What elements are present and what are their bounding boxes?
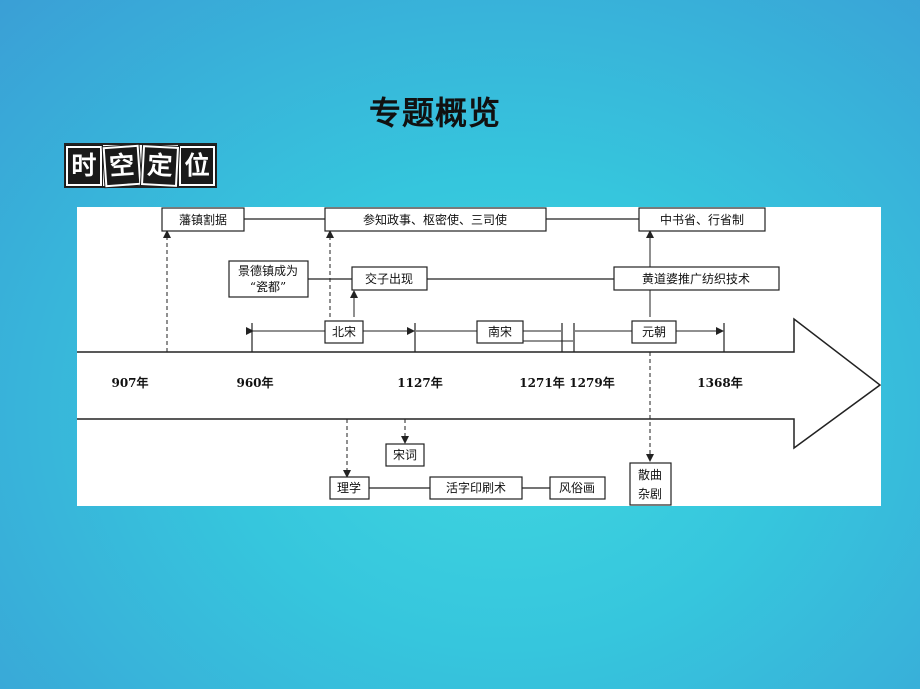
box-fengsu: 风俗画 (549, 476, 606, 500)
box-canzhi: 参知政事、枢密使、三司使 (324, 207, 547, 232)
year-label: 1127年 (397, 375, 442, 390)
page-title: 专题概览 (368, 94, 501, 132)
badge-char: 空 (102, 144, 141, 187)
period-nansong: 南宋 (476, 320, 524, 344)
year-label: 960年 (236, 375, 273, 390)
svg-text:“瓷都”: “瓷都” (250, 280, 286, 294)
box-jingdezhen: 景德镇成为 “瓷都” (228, 260, 309, 298)
svg-text:中书省、行省制: 中书省、行省制 (660, 212, 744, 227)
svg-text:北宋: 北宋 (332, 324, 356, 339)
box-fanzhen: 藩镇割据 (161, 207, 245, 232)
box-jiaozi: 交子出现 (351, 266, 428, 291)
svg-text:藩镇割据: 藩镇割据 (179, 212, 227, 227)
svg-text:参知政事、枢密使、三司使: 参知政事、枢密使、三司使 (363, 212, 507, 227)
svg-text:散曲: 散曲 (638, 467, 662, 482)
svg-text:理学: 理学 (337, 480, 361, 495)
svg-text:黄道婆推广纺织技术: 黄道婆推广纺织技术 (642, 272, 750, 286)
box-sanqu: 散曲 杂剧 (629, 462, 672, 506)
timeline-diagram: 藩镇割据 参知政事、枢密使、三司使 中书省、行省制 景德镇成为 “瓷都” 交子出… (77, 207, 881, 506)
year-label: 1368年 (697, 375, 742, 390)
year-label: 907年 (111, 375, 148, 390)
year-label: 1279年 (569, 375, 614, 390)
svg-text:风俗画: 风俗画 (559, 481, 595, 495)
timeline-arrow (77, 317, 881, 450)
svg-text:南宋: 南宋 (488, 324, 512, 339)
badge-char: 定 (140, 144, 179, 187)
svg-text:景德镇成为: 景德镇成为 (238, 263, 298, 278)
svg-text:活字印刷术: 活字印刷术 (446, 480, 506, 495)
svg-text:宋词: 宋词 (393, 447, 417, 462)
box-huangdaopo: 黄道婆推广纺织技术 (613, 266, 780, 291)
year-label: 1271年 (519, 375, 564, 390)
period-beisong: 北宋 (324, 320, 364, 344)
svg-text:元朝: 元朝 (642, 325, 666, 339)
box-songci: 宋词 (385, 443, 425, 467)
period-yuanchao: 元朝 (631, 320, 677, 344)
section-badge: 时 空 定 位 (64, 143, 217, 188)
svg-text:交子出现: 交子出现 (365, 271, 413, 286)
badge-char: 时 (66, 145, 102, 186)
badge-char: 位 (179, 145, 215, 186)
box-zhongshu: 中书省、行省制 (638, 207, 766, 232)
box-huozi: 活字印刷术 (429, 476, 523, 500)
box-lixue: 理学 (329, 476, 370, 500)
svg-text:杂剧: 杂剧 (638, 487, 662, 501)
